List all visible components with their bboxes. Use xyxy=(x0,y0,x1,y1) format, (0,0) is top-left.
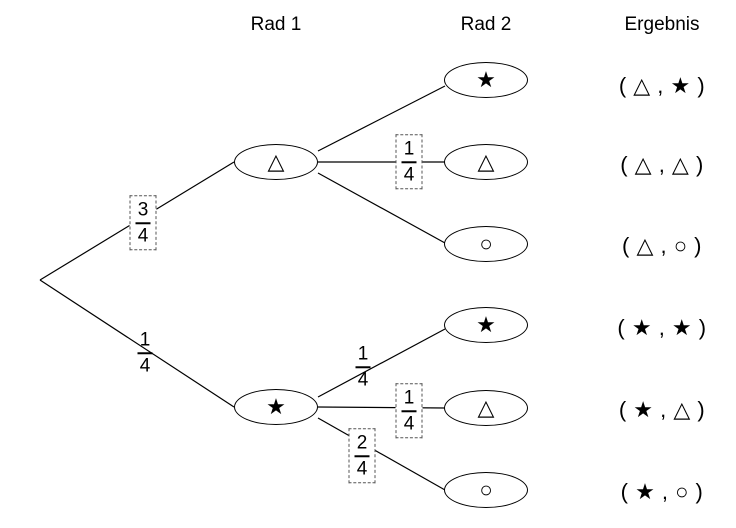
fraction-denominator: 4 xyxy=(139,354,151,376)
node-rad2-star-after-triangle: ★ xyxy=(444,62,528,98)
node-rad2-triangle-after-triangle: △ xyxy=(444,144,528,180)
fraction-bar xyxy=(354,455,370,457)
node-rad1-star: ★ xyxy=(234,389,318,425)
triangle-icon: △ xyxy=(477,149,495,174)
triangle-icon: △ xyxy=(477,395,495,420)
fraction-bar xyxy=(137,352,153,354)
node-rad1-triangle: △ xyxy=(234,144,318,180)
header-rad2: Rad 2 xyxy=(460,14,512,35)
prob-label-triangle-3-4: 3 4 xyxy=(129,195,157,251)
fraction-denominator: 4 xyxy=(403,412,415,434)
result-triangle-circle: ( △ , ○ ) xyxy=(622,233,702,258)
fraction-denominator: 4 xyxy=(357,368,369,390)
edge-star-triangle xyxy=(317,406,446,409)
fraction-numerator: 1 xyxy=(403,138,415,160)
fraction-bar xyxy=(135,222,151,224)
prob-label-star-star-1-4: 1 4 xyxy=(355,343,371,390)
edge-star-circle xyxy=(317,417,446,491)
fraction-numerator: 3 xyxy=(137,199,149,221)
header-rad1: Rad 1 xyxy=(250,14,302,35)
circle-icon: ○ xyxy=(479,231,493,256)
node-rad2-star-after-star: ★ xyxy=(444,307,528,343)
result-star-triangle: ( ★ , △ ) xyxy=(618,397,706,422)
edge-star-star xyxy=(317,328,446,398)
prob-label-star-circle-2-4: 2 4 xyxy=(348,428,376,484)
edge-root-star xyxy=(39,279,235,408)
star-icon: ★ xyxy=(476,312,496,337)
header-ergebnis: Ergebnis xyxy=(624,14,700,35)
fraction-denominator: 4 xyxy=(403,163,415,185)
prob-label-star-triangle-1-4: 1 4 xyxy=(395,383,423,439)
node-rad2-circle-after-star: ○ xyxy=(444,472,528,508)
fraction-bar xyxy=(401,410,417,412)
result-triangle-triangle: ( △ , △ ) xyxy=(620,152,704,177)
edge-triangle-circle xyxy=(317,172,446,244)
prob-label-triangle-triangle-1-4: 1 4 xyxy=(395,134,423,190)
circle-icon: ○ xyxy=(479,477,493,502)
result-triangle-star: ( △ , ★ ) xyxy=(618,73,706,98)
fraction-denominator: 4 xyxy=(137,224,149,246)
fraction-numerator: 2 xyxy=(356,432,368,454)
fraction-numerator: 1 xyxy=(403,387,415,409)
edge-triangle-star xyxy=(317,85,446,152)
result-star-circle: ( ★ , ○ ) xyxy=(620,479,704,504)
triangle-icon: △ xyxy=(267,149,285,174)
node-rad2-circle-after-triangle: ○ xyxy=(444,226,528,262)
node-rad2-triangle-after-star: △ xyxy=(444,390,528,426)
fraction-denominator: 4 xyxy=(356,457,368,479)
fraction-numerator: 1 xyxy=(139,329,151,351)
star-icon: ★ xyxy=(476,67,496,92)
result-star-star: ( ★ , ★ ) xyxy=(617,315,707,340)
fraction-bar xyxy=(355,366,371,368)
fraction-numerator: 1 xyxy=(357,343,369,365)
prob-label-star-1-4: 1 4 xyxy=(137,329,153,376)
fraction-bar xyxy=(401,161,417,163)
star-icon: ★ xyxy=(266,394,286,419)
